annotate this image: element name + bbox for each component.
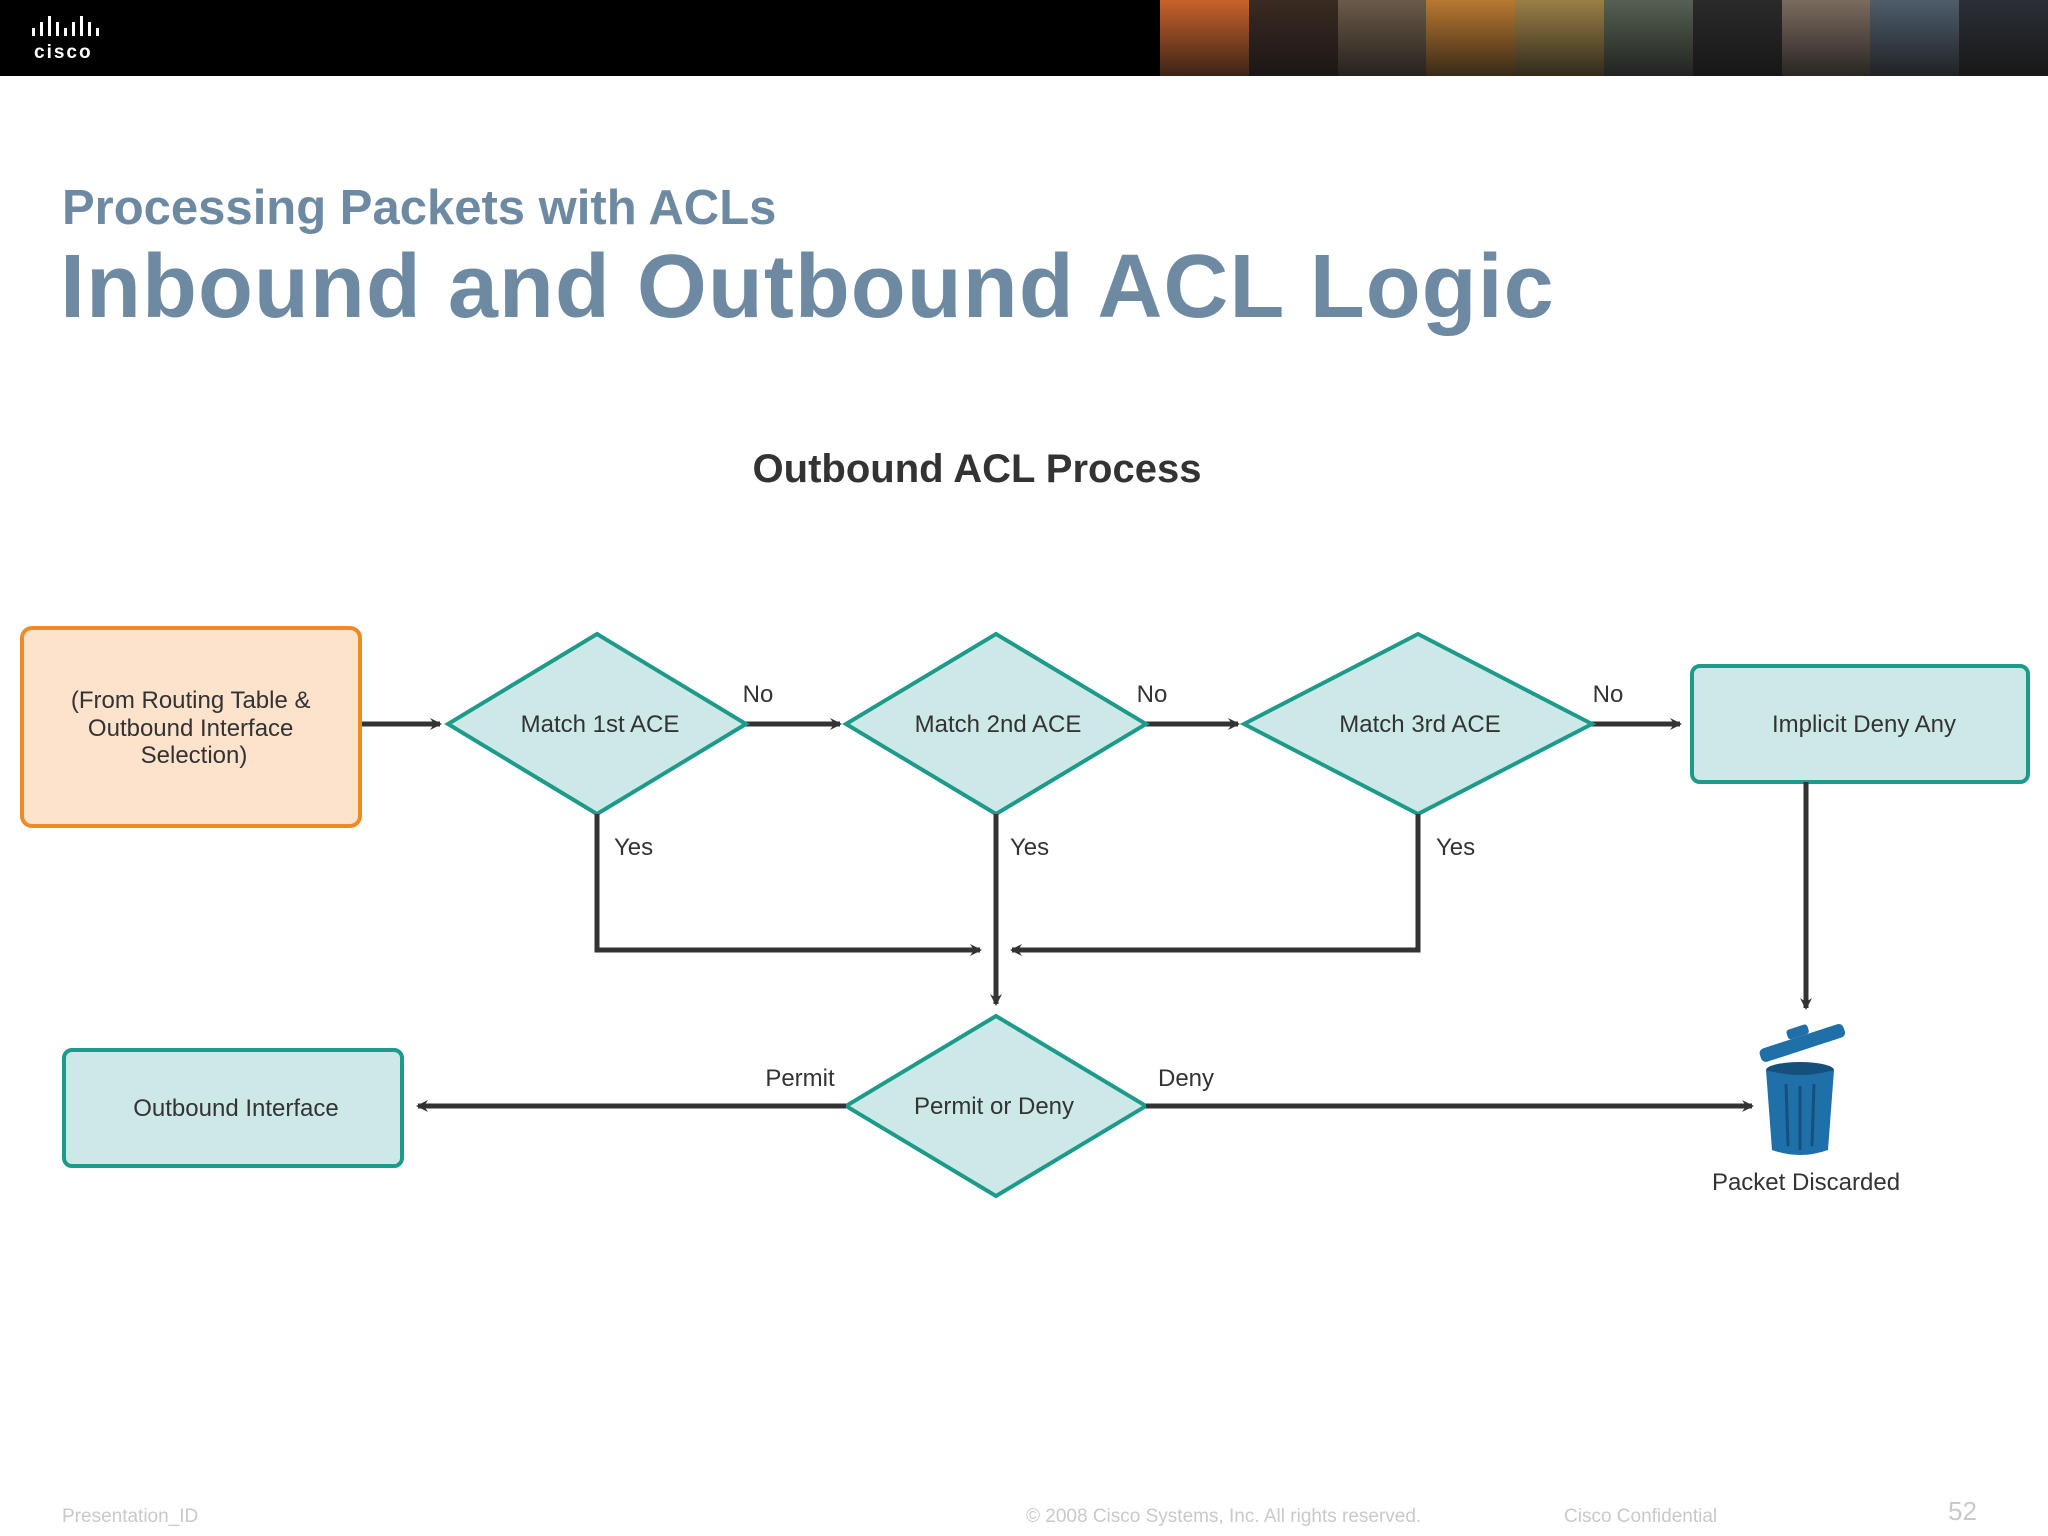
source-box-label: (From Routing Table & Outbound Interface…: [71, 687, 317, 769]
decision-permit-deny: [842, 1013, 1150, 1199]
decision-ace2-label: Match 2nd ACE: [915, 711, 1082, 738]
edge-label-yes-3: Yes: [1436, 834, 1475, 861]
implicit-deny-box: [1690, 664, 2030, 784]
footer-confidential: Cisco Confidential: [1564, 1506, 1718, 1527]
path-ace1-yes: [594, 814, 982, 956]
edge-label-deny: Deny: [1158, 1065, 1214, 1092]
header-bar: cisco: [0, 0, 2048, 76]
header-photo: [1692, 0, 1782, 76]
outbound-interface-box: [62, 1048, 404, 1168]
diagram-heading: Outbound ACL Process: [753, 447, 1202, 491]
trash-can-icon: [1759, 1023, 1846, 1155]
source-box-line-3: Selection): [141, 742, 248, 769]
decision-permit-deny-label: Permit or Deny: [914, 1093, 1074, 1120]
cisco-logo-text: cisco: [34, 42, 93, 63]
header-photo: [1426, 0, 1516, 76]
cisco-logo: cisco: [32, 16, 99, 63]
header-photo: [1959, 0, 2048, 76]
source-box-line-2: Outbound Interface: [88, 715, 293, 742]
edge-label-yes-2: Yes: [1010, 834, 1049, 861]
implicit-deny-label: Implicit Deny Any: [1772, 711, 1956, 738]
source-box: [20, 626, 362, 828]
edge-label-no-2: No: [1137, 681, 1168, 708]
header-photo: [1603, 0, 1693, 76]
outbound-interface-label: Outbound Interface: [133, 1095, 338, 1122]
decision-ace3-label: Match 3rd ACE: [1339, 711, 1500, 738]
slide-subtitle: Processing Packets with ACLs: [62, 181, 777, 235]
source-box-line-1: (From Routing Table &: [71, 687, 311, 714]
header-photo: [1781, 0, 1871, 76]
header-photo: [1337, 0, 1427, 76]
header-photo: [1160, 0, 1249, 76]
edge-label-no-3: No: [1593, 681, 1624, 708]
edge-label-no-1: No: [743, 681, 774, 708]
footer-presentation-id: Presentation_ID: [62, 1506, 199, 1527]
path-ace3-yes: [1010, 814, 1421, 956]
slide-title: Inbound and Outbound ACL Logic: [60, 237, 1555, 337]
packet-discarded-label: Packet Discarded: [1712, 1169, 1900, 1196]
photo-strip: [1160, 0, 2048, 76]
footer-copyright: © 2008 Cisco Systems, Inc. All rights re…: [1026, 1506, 1422, 1527]
edge-label-permit: Permit: [765, 1065, 835, 1092]
edge-label-yes-1: Yes: [614, 834, 653, 861]
header-photo: [1870, 0, 1960, 76]
cisco-logo-bars: [32, 16, 99, 36]
footer-page-number: 52: [1948, 1496, 1977, 1526]
header-photo: [1515, 0, 1604, 76]
decision-ace1-label: Match 1st ACE: [521, 711, 680, 738]
header-photo: [1248, 0, 1338, 76]
